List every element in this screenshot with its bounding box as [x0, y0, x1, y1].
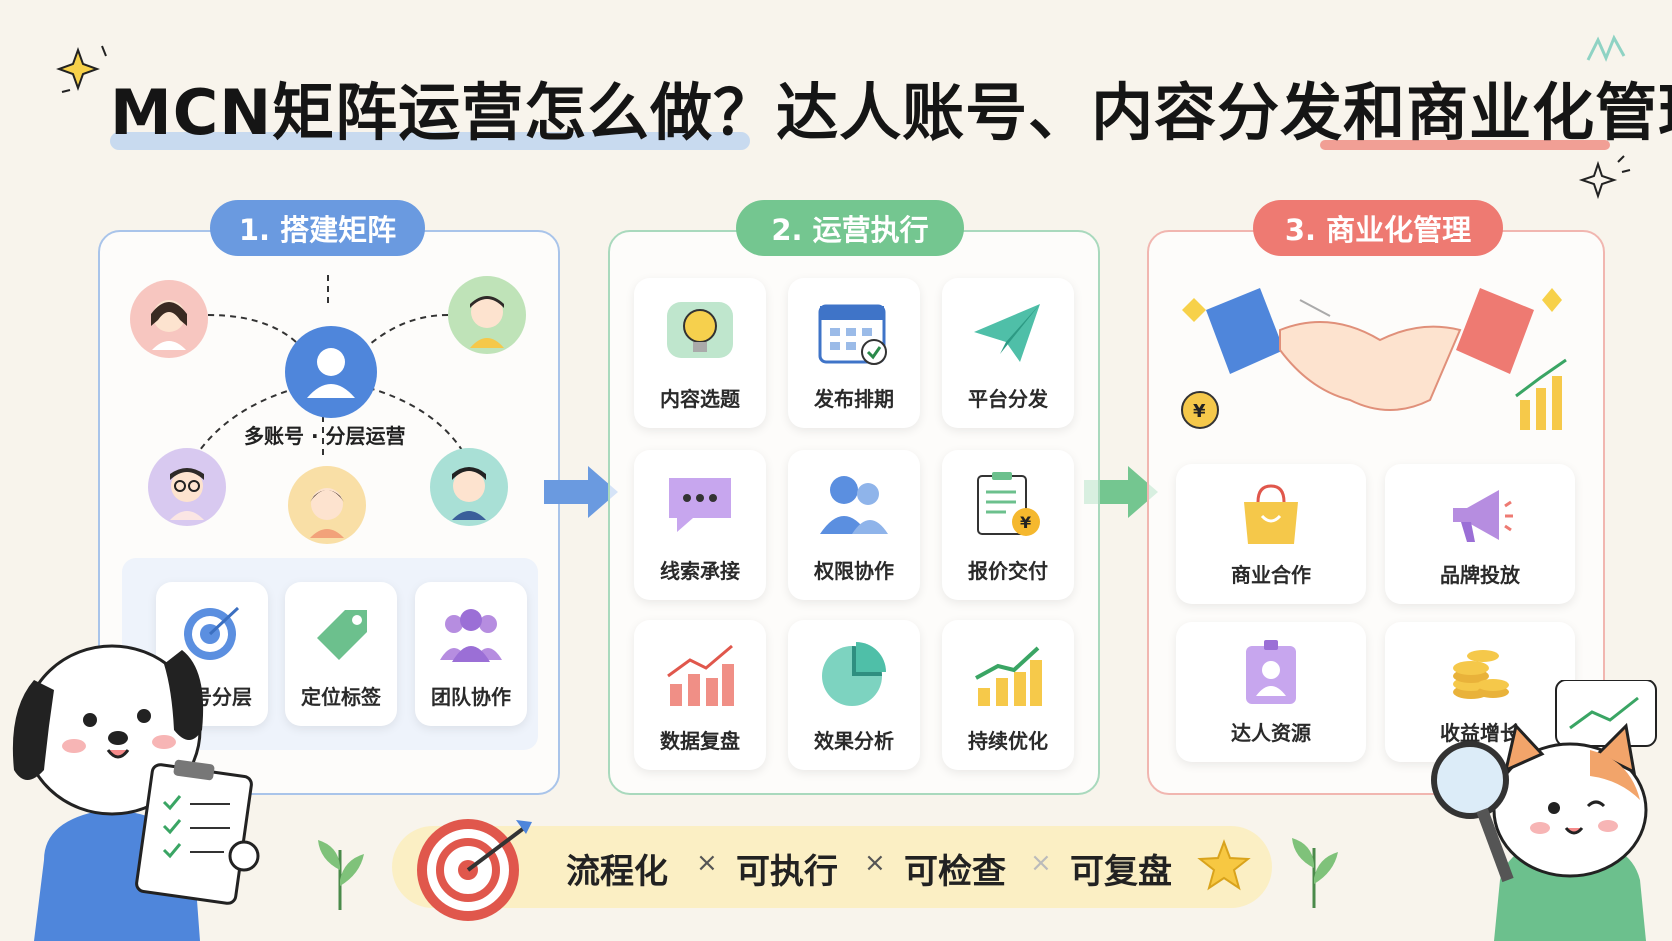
paper-plane-icon: [974, 304, 1040, 362]
card-label: 平台分发: [968, 387, 1048, 411]
calendar-icon: [818, 304, 887, 365]
card-quote-delivery[interactable]: ¥ 报价交付: [942, 450, 1074, 600]
card-data-review[interactable]: 数据复盘: [634, 620, 766, 770]
panel-heading-operations: 2. 运营执行: [736, 200, 964, 256]
megaphone-icon: [1453, 490, 1513, 542]
plant-icon: [1292, 838, 1338, 908]
card-label: 团队协作: [431, 685, 511, 709]
card-positioning-tags[interactable]: 定位标签: [285, 582, 397, 726]
target-arrow-icon: [417, 819, 532, 921]
pie-chart-icon: [822, 642, 886, 706]
separator-icon: ×: [696, 848, 718, 878]
card-creator-resources[interactable]: 达人资源: [1176, 622, 1366, 762]
avatar: [130, 280, 208, 358]
handshake-icon: ¥: [1181, 288, 1567, 430]
coin-stack-icon: [1453, 650, 1509, 699]
card-label: 报价交付: [968, 559, 1048, 583]
card-label: 达人资源: [1231, 721, 1311, 745]
cat-mascot-icon: [1431, 680, 1657, 941]
principles-banner: [392, 826, 1272, 908]
card-continuous-optimization[interactable]: 持续优化: [942, 620, 1074, 770]
separator-icon: ×: [1030, 848, 1052, 878]
card-effect-analysis[interactable]: 效果分析: [788, 620, 920, 770]
principle-streamlined: 流程化: [566, 852, 668, 892]
principle-executable: 可执行: [736, 852, 838, 892]
card-label: 持续优化: [968, 729, 1048, 753]
bar-chart-up-icon: [667, 644, 734, 706]
card-label: 数据复盘: [660, 729, 740, 753]
shopping-bag-icon: [1244, 484, 1298, 544]
chat-bubble-icon: [669, 478, 731, 532]
tag-icon: [317, 610, 367, 660]
card-label: 权限协作: [814, 559, 894, 583]
card-lead-handling[interactable]: 线索承接: [634, 450, 766, 600]
central-account-icon: [285, 326, 377, 418]
star-icon: [1197, 839, 1251, 891]
card-label: 定位标签: [301, 685, 381, 709]
title-underline-blue: [110, 132, 750, 150]
card-label: 效果分析: [814, 729, 894, 753]
svg-text:¥: ¥: [1020, 513, 1031, 532]
principle-checkable: 可检查: [904, 852, 1006, 892]
card-label: 发布排期: [814, 387, 894, 411]
separator-icon: ×: [864, 848, 886, 878]
growth-chart-icon: [975, 646, 1042, 706]
card-permission-collaboration[interactable]: 权限协作: [788, 450, 920, 600]
card-platform-distribution[interactable]: 平台分发: [942, 278, 1074, 428]
sparkle-icon: [1578, 155, 1631, 200]
plant-icon: [318, 840, 364, 910]
card-brand-placement[interactable]: 品牌投放: [1385, 464, 1575, 604]
card-label: 品牌投放: [1440, 563, 1520, 587]
matrix-center-label: 多账号 · 分层运营: [244, 424, 406, 448]
card-label: 收益增长: [1440, 721, 1520, 745]
avatar: [148, 448, 226, 526]
quote-clipboard-icon: ¥: [977, 472, 1040, 536]
users-icon: [820, 476, 888, 534]
page-title: MCN矩阵运营怎么做？达人账号、内容分发和商业化管理: [110, 76, 1672, 149]
panel-heading-commercialization: 3. 商业化管理: [1253, 200, 1503, 256]
arrow-right-icon: [544, 466, 618, 518]
card-label: 内容选题: [660, 387, 740, 411]
card-publish-schedule[interactable]: 发布排期: [788, 278, 920, 428]
avatar: [430, 448, 508, 526]
card-revenue-growth[interactable]: 收益增长: [1385, 622, 1575, 762]
doodle-icon: [1586, 34, 1626, 62]
panel-heading-build-matrix: 1. 搭建矩阵: [210, 200, 425, 256]
card-label: 线索承接: [660, 559, 740, 583]
card-team-collaboration[interactable]: 团队协作: [415, 582, 527, 726]
team-icon: [440, 609, 502, 662]
lightbulb-icon: [667, 302, 733, 358]
arrow-right-icon: [1084, 466, 1158, 518]
sparkle-icon: [56, 45, 107, 93]
principle-reviewable: 可复盘: [1070, 852, 1172, 892]
avatar: [288, 466, 366, 544]
dog-mascot-icon: [12, 644, 260, 941]
target-icon: [184, 606, 240, 660]
svg-text:¥: ¥: [1193, 401, 1206, 422]
title-underline-red: [1320, 140, 1610, 150]
id-badge-icon: [1246, 640, 1296, 704]
card-business-cooperation[interactable]: 商业合作: [1176, 464, 1366, 604]
avatar: [448, 276, 526, 354]
card-content-topics[interactable]: 内容选题: [634, 278, 766, 428]
card-label: 商业合作: [1231, 563, 1311, 587]
